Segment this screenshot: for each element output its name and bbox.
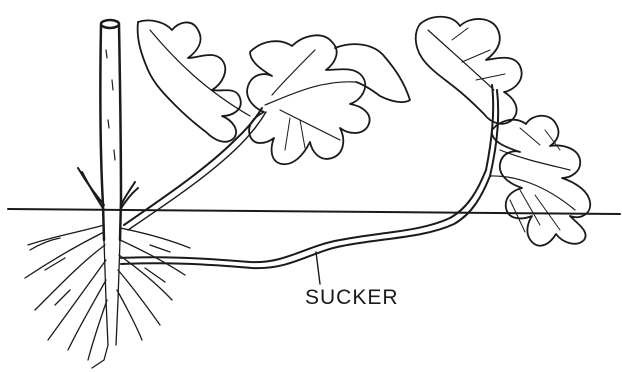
ground-line <box>8 209 620 214</box>
sucker-label: SUCKER <box>305 286 399 310</box>
right-leaf-lower <box>490 116 590 246</box>
sucker-runner <box>121 85 498 284</box>
right-leaf-upper <box>416 17 522 124</box>
left-leaf-stalk <box>124 108 262 225</box>
left-leaf <box>138 20 410 164</box>
main-stem <box>78 20 138 240</box>
roots <box>25 225 190 368</box>
